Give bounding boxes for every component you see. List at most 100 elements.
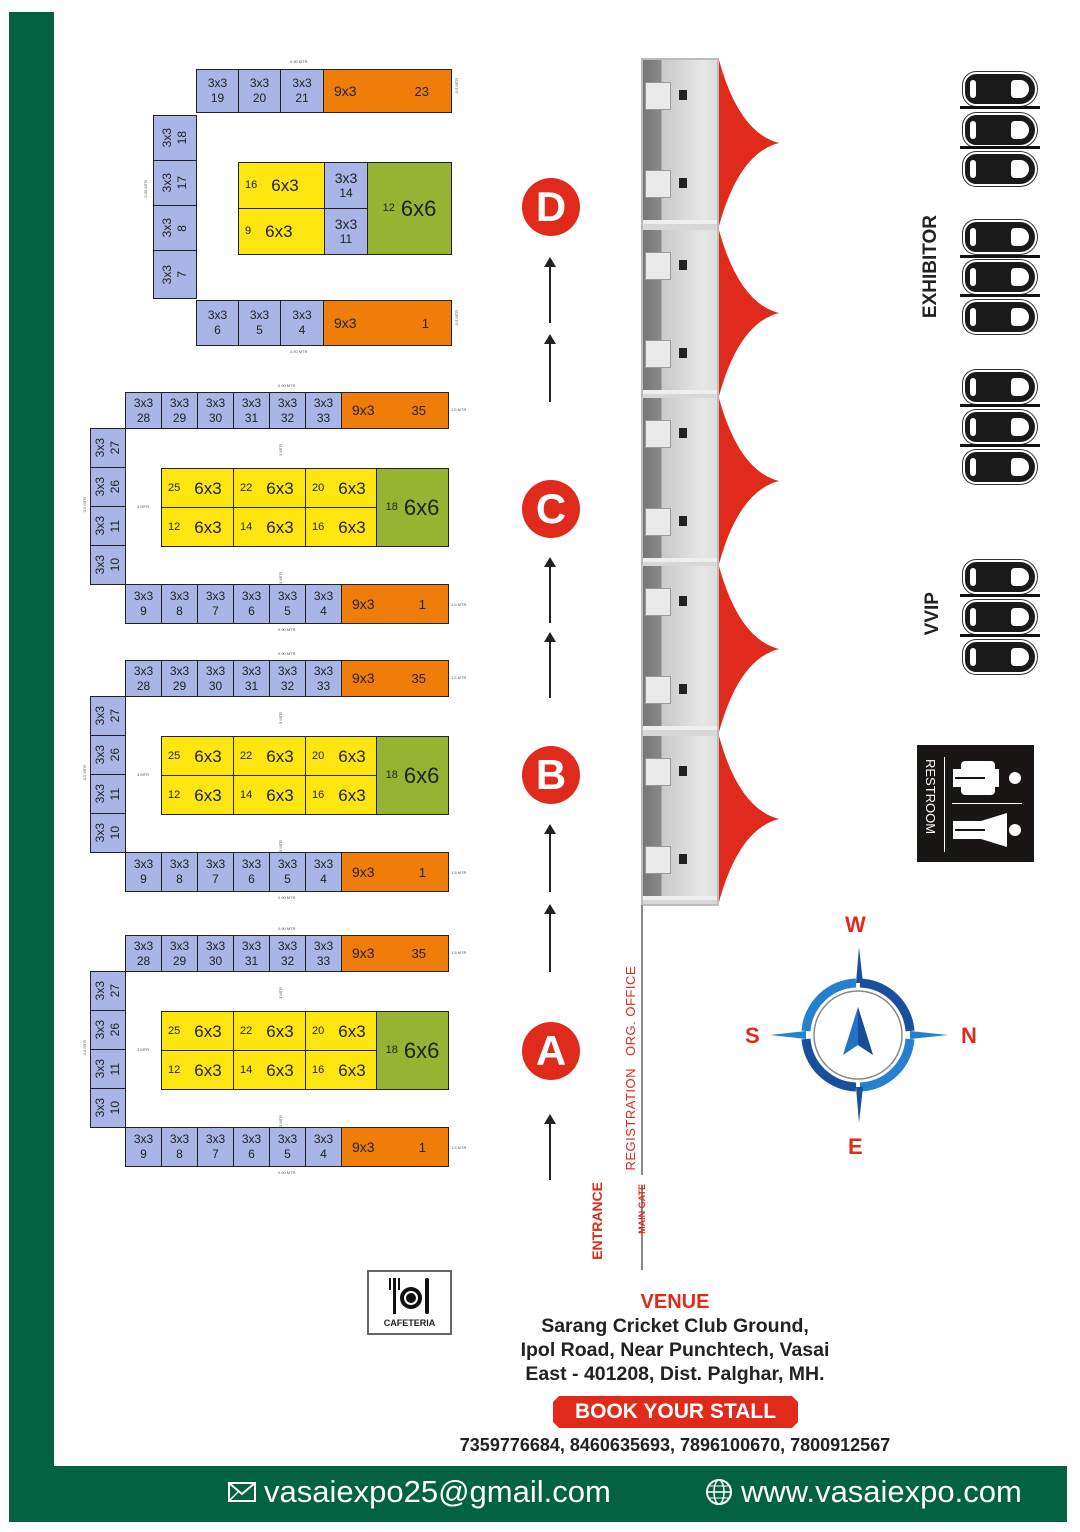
- cafeteria-sign: CAFETERIA: [367, 1270, 452, 1335]
- footer-email[interactable]: vasaiexpo25@gmail.com: [228, 1474, 611, 1510]
- website-link[interactable]: www.vasaiexpo.com: [741, 1474, 1022, 1509]
- book-stall-button[interactable]: BOOK YOUR STALL: [553, 1396, 798, 1428]
- footer-website[interactable]: www.vasaiexpo.com: [705, 1474, 1022, 1510]
- email-link[interactable]: vasaiexpo25@gmail.com: [264, 1474, 611, 1509]
- chair-icon: [679, 596, 687, 606]
- dim-label: 1.5 MTR: [451, 950, 467, 955]
